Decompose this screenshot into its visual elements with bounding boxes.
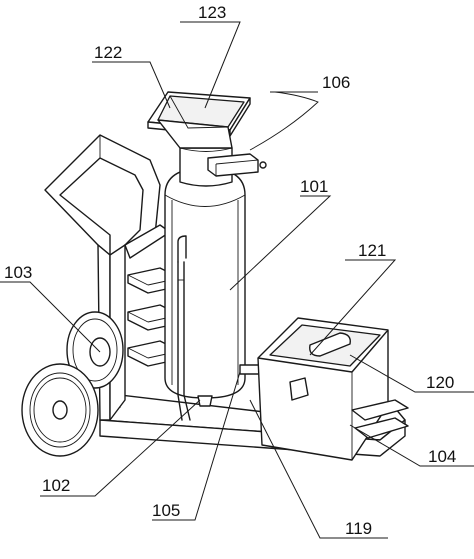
funnel-hopper bbox=[147, 91, 251, 149]
label-119: 119 bbox=[345, 519, 372, 538]
cylinder-tank bbox=[164, 147, 263, 407]
label-120: 120 bbox=[426, 373, 454, 392]
leader-lines bbox=[0, 21, 474, 539]
label-105: 105 bbox=[152, 501, 180, 520]
label-103: 103 bbox=[4, 263, 32, 282]
front-wheel bbox=[21, 363, 99, 457]
label-104: 104 bbox=[428, 447, 456, 466]
label-106: 106 bbox=[322, 73, 350, 92]
reference-labels: 123 122 106 101 121 103 120 104 102 105 … bbox=[4, 3, 456, 538]
label-101: 101 bbox=[300, 177, 328, 196]
side-container bbox=[257, 317, 409, 461]
label-123: 123 bbox=[198, 3, 226, 22]
label-121: 121 bbox=[358, 241, 386, 260]
rear-wheel bbox=[66, 311, 124, 389]
motor-box bbox=[207, 91, 319, 177]
side-pipe bbox=[177, 235, 191, 421]
label-102: 102 bbox=[42, 476, 70, 495]
label-122: 122 bbox=[94, 43, 122, 62]
